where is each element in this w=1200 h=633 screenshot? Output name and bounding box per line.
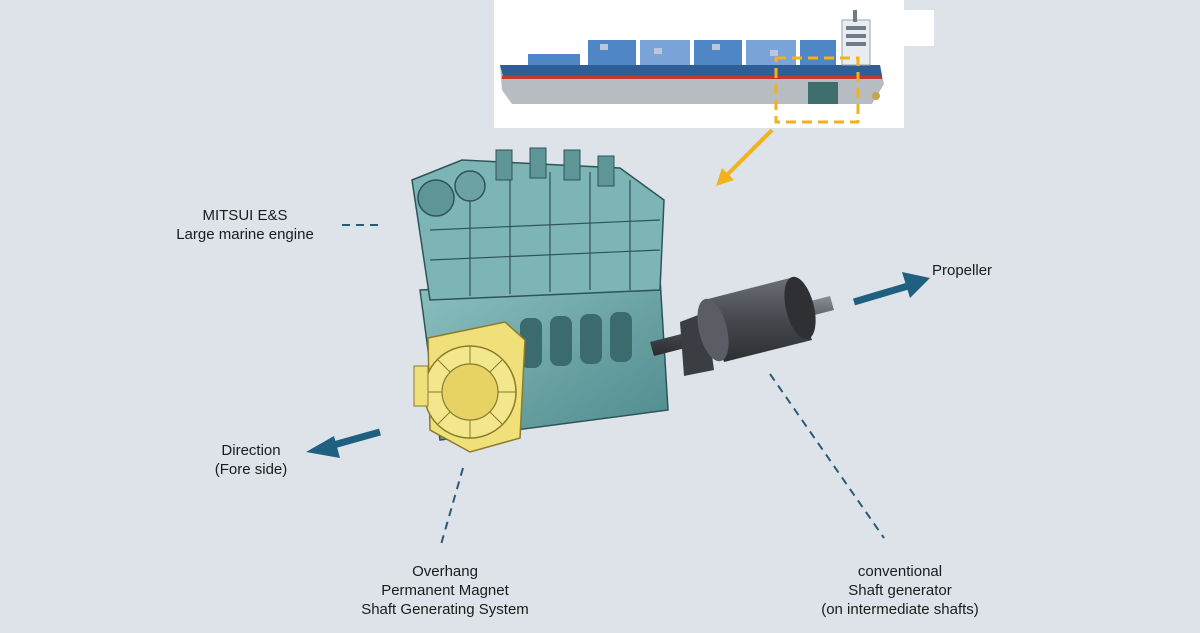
label-direction-line1: Direction [221, 442, 281, 459]
label-propeller-text: Propeller [932, 262, 993, 279]
label-overhang: Overhang Permanent Magnet Shaft Generati… [330, 562, 560, 619]
leader-overhang [439, 467, 464, 549]
label-direction: Direction (Fore side) [196, 441, 306, 479]
leader-lines [342, 224, 885, 549]
callout-arrow [716, 128, 774, 186]
label-conventional-line1: conventional [857, 563, 943, 580]
conventional-shaft-generator [680, 276, 816, 376]
label-engine-line1: MITSUI E&S [202, 207, 288, 224]
leader-conventional [769, 373, 885, 539]
label-conventional-line2: Shaft generator [848, 582, 952, 599]
pm-shaft-generator [413, 321, 526, 453]
direction-arrow [306, 428, 381, 458]
label-conventional-line3: (on intermediate shafts) [821, 601, 979, 618]
container-stacks [528, 40, 836, 65]
ship-illustration [494, 0, 934, 128]
label-overhang-line1: Overhang [412, 563, 478, 580]
label-overhang-line3: Shaft Generating System [361, 601, 529, 618]
label-engine-line2: Large marine engine [176, 226, 314, 243]
label-overhang-line2: Permanent Magnet [381, 582, 509, 599]
label-engine: MITSUI E&S Large marine engine [150, 206, 340, 244]
label-propeller: Propeller [932, 261, 1022, 280]
label-conventional: conventional Shaft generator (on interme… [790, 562, 1010, 619]
label-direction-line2: (Fore side) [214, 461, 288, 478]
propeller-arrow [853, 272, 930, 306]
